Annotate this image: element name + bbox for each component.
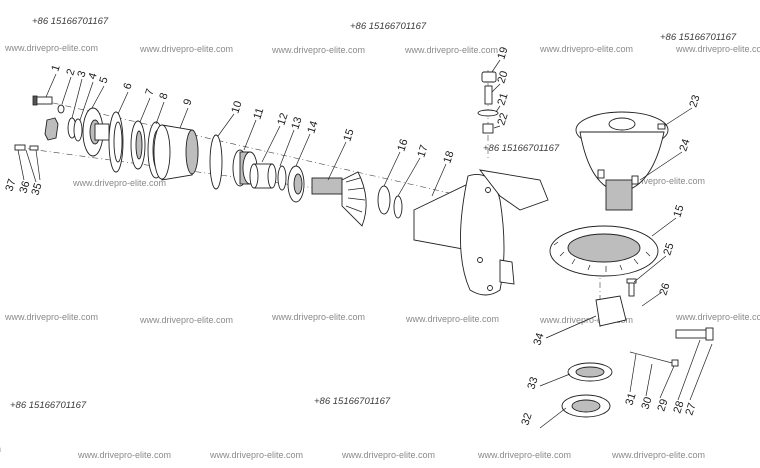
part-number-label: 4 <box>86 71 99 81</box>
watermark-layer: www.drivepro-elite.com www.drivepro-elit… <box>0 43 760 460</box>
bearing-outer-race-part <box>567 362 613 382</box>
watermark-phone: +86 15166701167 <box>350 21 427 32</box>
snap-ring-part <box>393 195 403 219</box>
part-number-label: 24 <box>677 138 692 153</box>
differential-bearing-part <box>561 394 611 418</box>
part-number-label: 21 <box>495 92 510 107</box>
part-number-label: 31 <box>623 392 638 407</box>
washer-part <box>57 104 65 114</box>
watermark-site: www.drivepro-elite.com <box>271 312 365 322</box>
watermark-site: www.drivepro-elite.com <box>4 43 98 53</box>
inner-bearing-part <box>287 165 305 203</box>
watermark-site: www.drivepro-elite.com <box>4 312 98 322</box>
watermark-site: www.drivepro-elite.com <box>675 312 760 322</box>
flange-yoke-part <box>82 107 110 157</box>
watermark-phone: +86 15166701167 <box>10 400 87 411</box>
part-number-label: 10 <box>229 100 244 115</box>
part-number-label: 9 <box>181 97 194 107</box>
nut-part <box>44 117 59 141</box>
watermark-site: www.drivepro-elite.com <box>477 450 571 460</box>
part-number-label: 6 <box>121 81 134 91</box>
watermark-site: www.drivepro-elite.com <box>611 450 705 460</box>
seal-ring-part <box>67 117 83 142</box>
part-number-label: 20 <box>495 70 510 85</box>
part-number-label: 7 <box>143 87 156 97</box>
part-number-label: 5 <box>97 75 110 85</box>
breather-cap-part <box>481 71 497 83</box>
gasket-part <box>477 109 499 117</box>
watermark-site: www.drivepro-elite.com <box>0 444 1 454</box>
ring-gear-bolt-part <box>626 278 637 297</box>
part-number-label: 33 <box>525 376 540 391</box>
watermark-phone: +86 15166701167 <box>660 32 737 43</box>
part-number-label: 15 <box>671 204 686 219</box>
watermark-site: www.drivepro-elite.com <box>405 314 499 324</box>
shim-ring-part <box>277 165 287 191</box>
case-bolt-part <box>657 123 666 130</box>
watermark-site: www.drivepro-elite.com <box>404 45 498 55</box>
part-number-label: 18 <box>441 150 456 165</box>
part-number-label: 22 <box>495 112 510 127</box>
differential-case-part <box>575 111 669 211</box>
watermark-phone: +86 15166701167 <box>32 16 109 27</box>
spacer-sleeve-part <box>249 163 277 189</box>
part-number-label: 15 <box>341 128 356 143</box>
part-number-label: 27 <box>683 402 698 417</box>
part-number-label: 19 <box>495 46 510 61</box>
part-number-label: 1 <box>49 63 62 73</box>
shim-part <box>209 134 223 190</box>
watermark-site: www.drivepro-elite.com <box>539 315 633 325</box>
bearing-cap-part <box>595 295 627 327</box>
axle-housing-part <box>413 169 549 296</box>
bearing-cage-part <box>153 124 199 181</box>
watermark-site: www.drivepro-elite.com <box>341 450 435 460</box>
watermark-site: www.drivepro-elite.com <box>77 450 171 460</box>
part-number-labels: 1 2 3 4 5 6 7 8 9 10 11 12 13 14 15 16 1… <box>3 46 702 427</box>
part-number-label: 25 <box>661 242 676 257</box>
breather-valve-part <box>484 85 493 105</box>
oil-seal-part <box>130 120 146 170</box>
part-number-label: 37 <box>3 178 18 193</box>
watermark-site: www.drivepro-elite.com <box>139 44 233 54</box>
part-number-label: 11 <box>251 106 266 121</box>
watermark-site: www.drivepro-elite.com <box>675 44 760 54</box>
part-number-label: 34 <box>531 332 546 347</box>
part-number-label: 17 <box>415 144 430 159</box>
part-number-label: 29 <box>655 398 670 413</box>
breather-base-part <box>482 123 494 134</box>
part-number-label: 2 <box>64 67 77 77</box>
part-number-label: 30 <box>639 396 654 411</box>
part-number-label: 32 <box>519 412 534 427</box>
watermark-site: www.drivepro-elite.com <box>539 44 633 54</box>
part-number-label: 23 <box>687 94 702 109</box>
part-number-label: 36 <box>17 180 32 195</box>
bolt-part <box>32 95 53 106</box>
watermark-site: www.drivepro-elite.com <box>271 45 365 55</box>
pinion-bearing-part <box>377 185 391 215</box>
part-number-label: 35 <box>29 182 44 197</box>
adjusting-bolt-part <box>675 327 714 341</box>
dust-shield-part <box>108 111 124 173</box>
watermark-phone: +86 15166701167 <box>483 143 560 154</box>
phone-watermark-layer: +86 15166701167 +86 15166701167 +86 1516… <box>10 16 737 411</box>
lock-pin-part <box>629 351 679 367</box>
watermark-site: www.drivepro-elite.com <box>209 450 303 460</box>
leader-lines <box>17 59 713 429</box>
part-number-label: 28 <box>671 400 686 415</box>
watermark-phone: +86 15166701167 <box>314 396 391 407</box>
part-number-label: 13 <box>289 116 304 131</box>
watermark-site: www.drivepro-elite.com <box>611 176 705 186</box>
part-number-label: 12 <box>275 112 290 127</box>
watermark-site: www.drivepro-elite.com <box>72 178 166 188</box>
ring-gear-part <box>549 225 659 277</box>
part-number-label: 3 <box>75 69 88 79</box>
pinion-gear-part <box>311 171 367 227</box>
watermark-site: www.drivepro-elite.com <box>139 315 233 325</box>
part-number-label: 8 <box>157 91 170 101</box>
part-number-label: 26 <box>657 282 672 297</box>
part-number-label: 16 <box>395 138 410 153</box>
part-number-label: 14 <box>305 120 320 135</box>
stud-bolt-part <box>14 144 39 151</box>
